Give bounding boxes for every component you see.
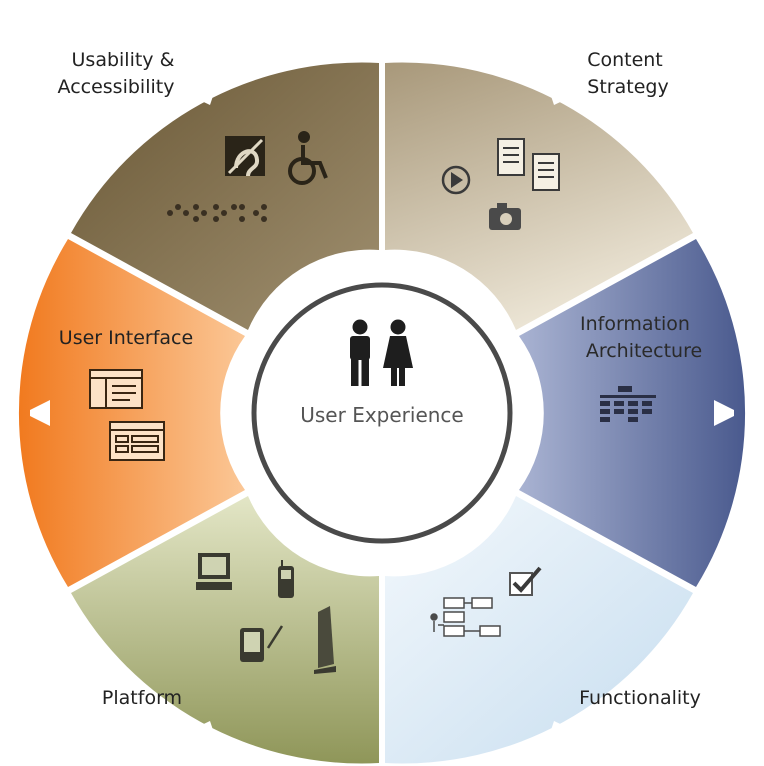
label-ui: User Interface <box>59 327 193 349</box>
edge-notches <box>30 70 734 756</box>
label-content: Content Strategy <box>587 49 669 98</box>
segment-ui <box>18 239 245 587</box>
computer-icon <box>196 553 232 590</box>
segment-platform <box>71 496 379 764</box>
form-icon <box>109 421 165 461</box>
mobile-phone-icon <box>278 560 294 598</box>
play-icon <box>441 165 471 195</box>
label-platform: Platform <box>102 687 182 709</box>
sitemap-icon <box>600 386 656 422</box>
camera-icon <box>489 203 521 230</box>
center-circle <box>251 282 513 544</box>
layout-icon <box>89 369 143 409</box>
checkbox-icon <box>509 566 542 596</box>
hearing-assist-icon <box>225 136 265 177</box>
pda-icon <box>240 625 284 662</box>
segment-content <box>385 62 693 330</box>
segment-functionality <box>385 496 693 764</box>
center-label: User Experience <box>300 403 463 427</box>
segment-usability <box>71 62 379 330</box>
people-icon <box>350 319 413 386</box>
kiosk-icon <box>314 606 336 674</box>
document-icon <box>497 138 560 191</box>
label-functionality: Functionality <box>579 687 701 709</box>
label-usability: Usability & Accessibility <box>58 49 181 98</box>
label-ia: Information Architecture <box>580 313 702 362</box>
wheelchair-icon <box>288 131 328 185</box>
flowchart-icon <box>430 597 501 637</box>
braille-icon <box>167 204 267 222</box>
